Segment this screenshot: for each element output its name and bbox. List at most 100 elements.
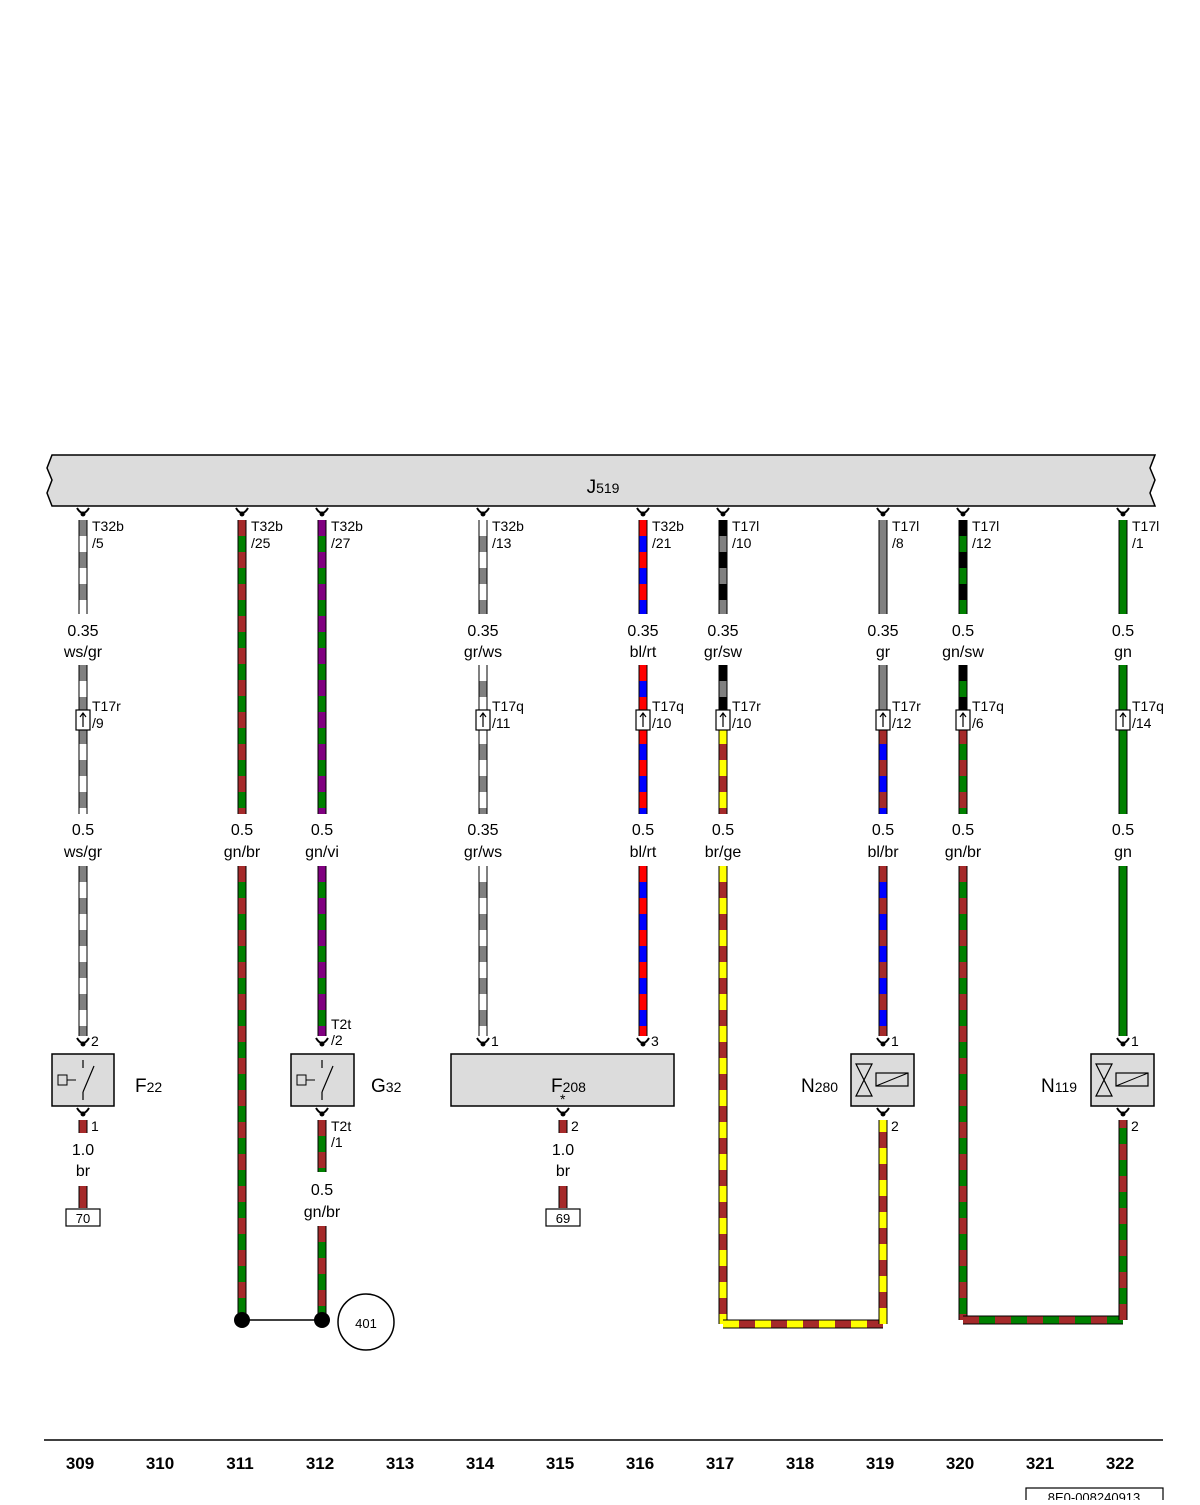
n280-label: N280 xyxy=(801,1076,838,1097)
grid-number: 316 xyxy=(626,1454,654,1473)
wire-gauge2-317: 0.5 xyxy=(712,822,734,839)
pin-f208-left xyxy=(476,1037,490,1047)
component-n119: N119 1 2 xyxy=(1041,1033,1155,1134)
n119-valve-icon xyxy=(1095,1063,1113,1097)
pin-mid-num-320: /6 xyxy=(972,715,984,731)
connector-mid-319 xyxy=(875,709,891,731)
pin-mid-num-316: /10 xyxy=(652,715,672,731)
wire-gauge2-309: 0.5 xyxy=(72,822,94,839)
n119-body xyxy=(1090,1053,1155,1107)
f22-pin-top: 2 xyxy=(91,1033,99,1049)
junction-ref-circle xyxy=(337,1293,395,1351)
f22-pin-bottom: 1 xyxy=(91,1118,99,1134)
grid-number: 321 xyxy=(1026,1454,1054,1473)
pin-f22-bottom xyxy=(76,1107,90,1117)
pin-top-num-311: /25 xyxy=(251,535,271,551)
grid-number: 310 xyxy=(146,1454,174,1473)
wire-gauge1-319: 0.35 xyxy=(867,623,898,640)
pin-mid-conn-319: T17r xyxy=(892,698,921,714)
junction-ref: 401 xyxy=(355,1316,377,1331)
pin-mid-conn-314: T17q xyxy=(492,698,524,714)
f208-pin-left: 1 xyxy=(491,1033,499,1049)
wire-gauge1-314: 0.35 xyxy=(467,623,498,640)
f208-body xyxy=(450,1053,675,1107)
pin-top-312 xyxy=(315,507,329,517)
pin-f208-right xyxy=(636,1037,650,1047)
connector-mid-314 xyxy=(475,709,491,731)
grid-number: 311 xyxy=(226,1454,253,1473)
g32-pin-bottom-num: /1 xyxy=(331,1134,343,1150)
grid-number: 313 xyxy=(386,1454,414,1473)
wire-gauge2-319: 0.5 xyxy=(872,822,894,839)
wire-gauge1-309: 0.35 xyxy=(67,623,98,640)
pin-f22-top xyxy=(76,1037,90,1047)
junction-dot-left xyxy=(234,1312,250,1328)
n280-pin-top: 1 xyxy=(891,1033,899,1049)
g32-label: G32 xyxy=(371,1076,402,1097)
wire-color1-317: gr/sw xyxy=(704,644,743,661)
pin-n119-top xyxy=(1116,1037,1130,1047)
pin-mid-conn-317: T17r xyxy=(732,698,761,714)
pin-top-num-317: /10 xyxy=(732,535,752,551)
grid-number: 322 xyxy=(1106,1454,1134,1473)
pin-top-num-322: /1 xyxy=(1132,535,1144,551)
g32-out-color: gn/br xyxy=(304,1204,341,1221)
pin-top-314 xyxy=(476,507,490,517)
wire-color2-311: gn/br xyxy=(224,844,261,861)
f22-out-color: br xyxy=(76,1163,91,1180)
pin-top-conn-316: T32b xyxy=(652,518,684,534)
wire-color1-319: gr xyxy=(876,644,891,661)
ground-ref-69: 69 xyxy=(556,1211,570,1226)
wire-gauge2-322: 0.5 xyxy=(1112,822,1134,839)
wire-color2-312: gn/vi xyxy=(305,844,339,861)
wire-color2-317: br/ge xyxy=(705,844,742,861)
pin-top-num-312: /27 xyxy=(331,535,351,551)
wire-gauge1-320: 0.5 xyxy=(952,623,974,640)
grid-number: 315 xyxy=(546,1454,574,1473)
pin-top-conn-312: T32b xyxy=(331,518,363,534)
wire-gauge2-316: 0.5 xyxy=(632,822,654,839)
wire-color1-309: ws/gr xyxy=(63,644,103,661)
wire-color2-320: gn/br xyxy=(945,844,982,861)
pin-top-conn-320: T17l xyxy=(972,518,999,534)
connector-mid-309 xyxy=(75,709,91,731)
control-module-j519 xyxy=(46,454,1157,507)
n119-pin-bottom: 2 xyxy=(1131,1118,1139,1134)
component-n280: N280 1 2 xyxy=(801,1033,915,1134)
pin-top-num-309: /5 xyxy=(92,535,104,551)
n119-solenoid-icon xyxy=(1115,1072,1149,1087)
g32-out-gauge: 0.5 xyxy=(311,1182,333,1199)
wire-color1-320: gn/sw xyxy=(942,644,984,661)
pin-top-320 xyxy=(956,507,970,517)
component-f22: F22 2 1 xyxy=(51,1033,162,1134)
g32-pin-top-conn: T2t xyxy=(331,1016,351,1032)
pin-f208-bottom xyxy=(556,1107,570,1117)
n280-pin-bottom: 2 xyxy=(891,1118,899,1134)
pin-top-num-314: /13 xyxy=(492,535,512,551)
pin-top-num-316: /21 xyxy=(652,535,672,551)
wire-gauge1-322: 0.5 xyxy=(1112,623,1134,640)
pin-mid-conn-316: T17q xyxy=(652,698,684,714)
pin-top-conn-314: T32b xyxy=(492,518,524,534)
pin-mid-conn-322: T17q xyxy=(1132,698,1164,714)
pin-mid-num-319: /12 xyxy=(892,715,912,731)
pin-top-319 xyxy=(876,507,890,517)
wire-color2-322: gn xyxy=(1114,844,1132,861)
wire-gauge2-314: 0.35 xyxy=(467,822,498,839)
f22-switch-contact-icon xyxy=(82,1065,95,1093)
wire-color1-322: gn xyxy=(1114,644,1132,661)
pin-g32-bottom xyxy=(315,1107,329,1117)
n280-valve-icon xyxy=(855,1063,873,1097)
pin-top-309 xyxy=(76,507,90,517)
f208-label: F208 xyxy=(551,1076,586,1097)
junction-dot-right xyxy=(314,1312,330,1328)
pin-top-316 xyxy=(636,507,650,517)
pin-n280-bottom xyxy=(876,1107,890,1117)
ground-ref-69-box xyxy=(545,1208,581,1227)
pin-top-311 xyxy=(235,507,249,517)
wire-color2-316: bl/rt xyxy=(630,844,657,861)
n280-solenoid-icon xyxy=(875,1072,909,1087)
